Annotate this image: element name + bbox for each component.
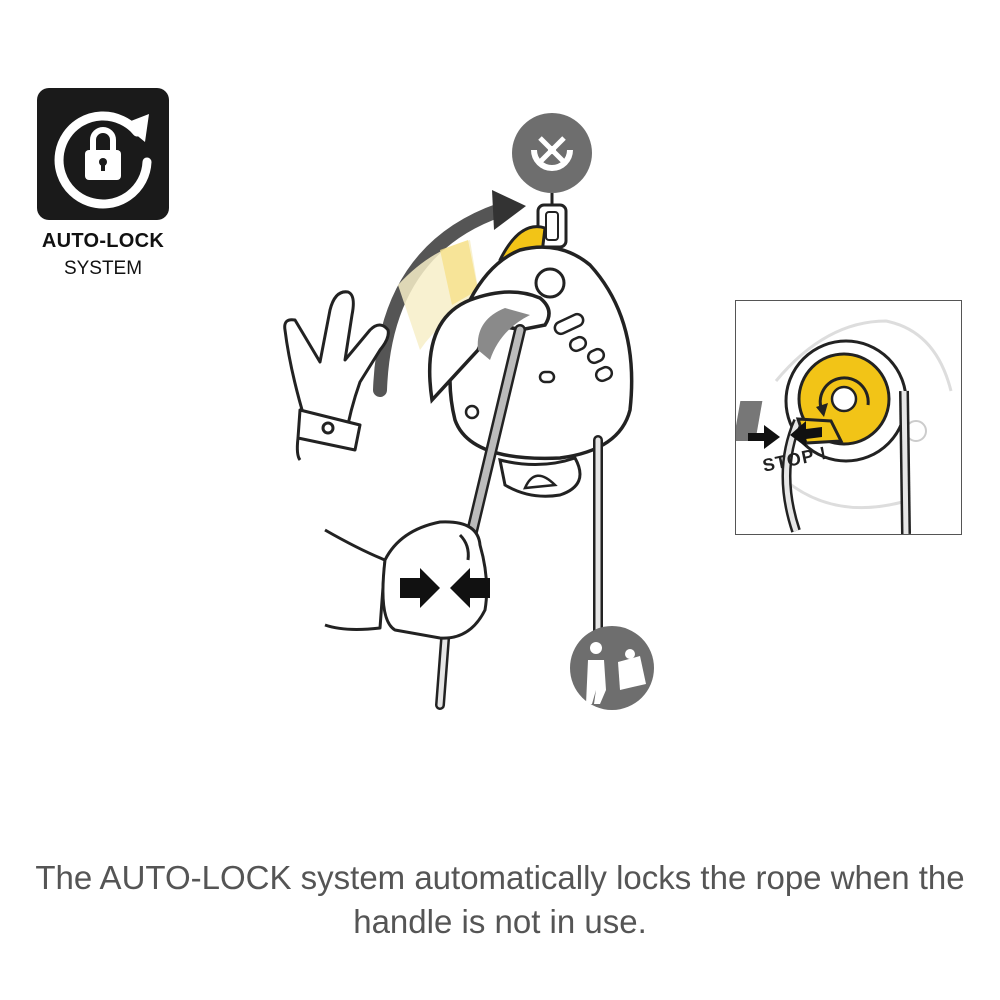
auto-lock-badge [37,88,169,220]
user-load-icon [570,626,654,710]
open-hand [283,290,390,461]
gripping-hand [324,520,489,640]
descender-illustration [283,113,654,710]
descender-body [448,245,634,498]
rotation-arrow [373,190,526,397]
stop-detail-inset [735,300,962,535]
lock-rotate-icon [54,111,152,209]
caption: The AUTO-LOCK system automatically locks… [35,859,965,940]
stop-detail-illustration [736,319,953,534]
badge-title: AUTO-LOCK [41,230,165,252]
badge-subtitle: SYSTEM [63,258,143,279]
anchor-icon [512,113,592,193]
stop-block [736,401,763,441]
squeeze-arrows [400,568,490,608]
handle [427,290,551,546]
stop-arrows [748,421,822,449]
